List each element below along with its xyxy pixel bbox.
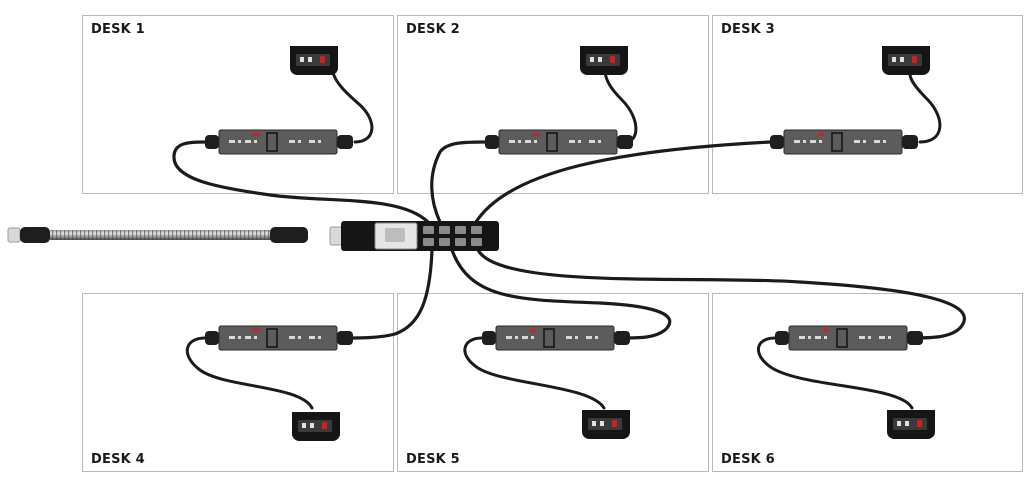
- desk-socket-6: [887, 410, 935, 439]
- cable-desk1-socket: [331, 70, 374, 144]
- hub-switch: [385, 228, 405, 242]
- cable-desk2-socket: [603, 70, 638, 144]
- desk-3-label: DESK 3: [721, 22, 775, 37]
- cable-hub-desk4: [346, 248, 434, 340]
- power-module-desk-6: [775, 325, 923, 351]
- distribution-hub: [341, 221, 499, 251]
- cable-hub-desk1: [172, 140, 430, 224]
- desk-socket-2: [580, 46, 628, 75]
- cable-desk5-socket: [463, 336, 606, 410]
- hub-ports: [423, 226, 482, 246]
- cable-hub-desk2: [430, 140, 487, 224]
- lead-connector-right: [270, 227, 308, 243]
- power-module-desk-5: [482, 325, 630, 351]
- cable-hub-desk3: [474, 140, 772, 224]
- power-module-desk-4: [205, 325, 353, 351]
- desk-socket-4: [292, 412, 340, 441]
- cable-desk6-socket: [757, 336, 914, 410]
- lead-end-cap-left: [7, 227, 21, 243]
- desk-1-label: DESK 1: [91, 22, 145, 37]
- hub-input-cap: [329, 226, 343, 246]
- desk-2-label: DESK 2: [406, 22, 460, 37]
- cable-hub-desk6: [476, 248, 966, 340]
- feed-cables: [172, 140, 966, 340]
- desk-1-zone: DESK 1: [82, 15, 394, 194]
- desk-5-zone: DESK 5: [397, 293, 709, 472]
- desk-5-label: DESK 5: [406, 452, 460, 467]
- power-module-desk-3: [770, 129, 918, 155]
- power-module-desk-1: [205, 129, 353, 155]
- desk-4-label: DESK 4: [91, 452, 145, 467]
- socket-cables: [186, 70, 942, 410]
- desk-socket-5: [582, 410, 630, 439]
- lead-connector-left: [20, 227, 50, 243]
- desk-3-zone: DESK 3: [712, 15, 1023, 194]
- cable-desk4-socket: [186, 336, 314, 410]
- desk-socket-3: [882, 46, 930, 75]
- desk-2-zone: DESK 2: [397, 15, 709, 194]
- desk-6-zone: DESK 6: [712, 293, 1023, 472]
- power-module-desk-2: [485, 129, 633, 155]
- desk-socket-1: [290, 46, 338, 75]
- flexible-conduit: [50, 230, 275, 240]
- desk-6-label: DESK 6: [721, 452, 775, 467]
- cable-hub-desk5: [450, 248, 672, 340]
- cable-desk3-socket: [908, 72, 942, 144]
- lead-in-cable: [7, 226, 343, 246]
